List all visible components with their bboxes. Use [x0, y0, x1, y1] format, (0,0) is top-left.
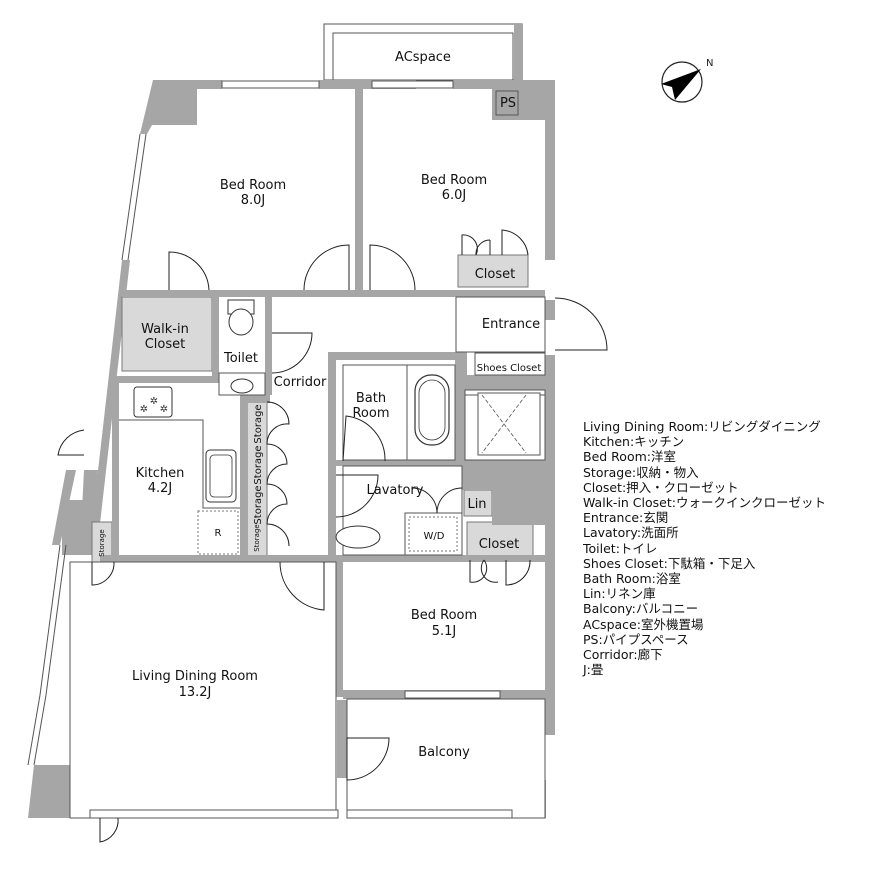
fridge-label: R — [215, 528, 222, 539]
bedroom3-label: Bed Room — [411, 608, 477, 623]
compass-icon: N — [661, 58, 713, 103]
bedroom1-label: Bed Room — [220, 178, 286, 193]
legend-item: Entrance:玄関 — [583, 510, 669, 526]
ldk-label: Living Dining Room — [132, 669, 258, 684]
closet1-label: Closet — [475, 267, 516, 282]
lin-label: Lin — [467, 497, 486, 512]
legend-item: Closet:押入・クローゼット — [583, 479, 739, 495]
bathtub-icon — [414, 374, 450, 446]
bedroom3-size: 5.1J — [432, 624, 457, 639]
walkin-label-line1: Walk-in — [141, 322, 189, 337]
legend-item: Bed Room:洋室 — [583, 449, 676, 465]
storage-label: Storage — [253, 445, 264, 484]
bedroom2-label: Bed Room — [421, 173, 487, 188]
left-diagonal-window — [27, 133, 147, 766]
legend-item: Shoes Closet:下駄箱・下足入 — [583, 555, 756, 571]
bath-label-line1: Bath — [356, 391, 386, 406]
acspace-area — [323, 23, 523, 82]
kitchen-counter — [119, 419, 240, 509]
storage-label: Storage — [253, 404, 264, 443]
legend-item: Living Dining Room:リビングダイニング — [583, 419, 821, 434]
shoes-closet-label: Shoes Closet — [477, 363, 542, 374]
legend-item: Storage:収納・物入 — [583, 464, 699, 480]
toilet-fixture-icon — [227, 299, 255, 394]
legend-item: Corridor:廊下 — [583, 647, 663, 663]
bath-skylight — [481, 394, 527, 454]
storage-labels: Storage Storage Storage Storage Storage — [98, 404, 264, 556]
walkin-label-line2: Closet — [145, 337, 186, 352]
lavatory-label: Lavatory — [367, 483, 424, 498]
balcony-label: Balcony — [418, 745, 470, 760]
bath-label-line2: Room — [352, 406, 389, 421]
closet2-label: Closet — [479, 537, 520, 552]
wd-label: W/D — [424, 531, 445, 542]
corridor-label: Corridor — [274, 375, 327, 390]
kitchen-size: 4.2J — [148, 481, 173, 496]
legend-item: Lavatory:洗面所 — [583, 525, 679, 541]
svg-text:✲: ✲ — [150, 396, 158, 407]
legend-item: J:畳 — [583, 662, 604, 678]
legend: Living Dining Room:リビングダイニング Kitchen:キッチ… — [583, 419, 826, 677]
top-windows — [221, 80, 454, 89]
stove-icon: ✲ ✲ ✲ — [133, 386, 173, 418]
legend-item: PS:パイプスペース — [583, 631, 689, 647]
bedroom1-size: 8.0J — [241, 193, 266, 208]
compass-north-label: N — [706, 58, 713, 69]
ldk-size: 13.2J — [179, 685, 212, 700]
bottom-windows — [89, 690, 513, 819]
basin-icon — [335, 525, 381, 549]
washer-area — [408, 516, 458, 552]
fridge-area — [197, 510, 239, 555]
legend-item: Lin:リネン庫 — [583, 586, 656, 602]
ps-label: PS — [500, 96, 516, 111]
toilet-label: Toilet — [223, 351, 258, 366]
acspace-label: ACspace — [395, 50, 451, 65]
ps-box — [495, 90, 519, 116]
storage-label-small: Storage — [98, 529, 106, 556]
bedroom2-size: 6.0J — [442, 188, 467, 203]
doors — [57, 229, 608, 843]
entrance-label: Entrance — [482, 317, 540, 332]
legend-item: Walk-in Closet:ウォークインクローゼット — [583, 495, 826, 511]
svg-text:✲: ✲ — [140, 404, 148, 415]
svg-text:✲: ✲ — [160, 404, 168, 415]
kitchen-label: Kitchen — [136, 466, 185, 481]
storage-label: Storage — [253, 524, 261, 551]
legend-item: Toilet:トイレ — [583, 540, 658, 556]
legend-item: ACspace:室外機置場 — [583, 616, 704, 632]
legend-item: Bath Room:浴室 — [583, 571, 681, 587]
legend-item: Balcony:バルコニー — [583, 601, 699, 617]
sink-icon — [205, 449, 237, 503]
legend-item: Kitchen:キッチン — [583, 434, 685, 450]
storage-label: Storage — [253, 485, 264, 524]
